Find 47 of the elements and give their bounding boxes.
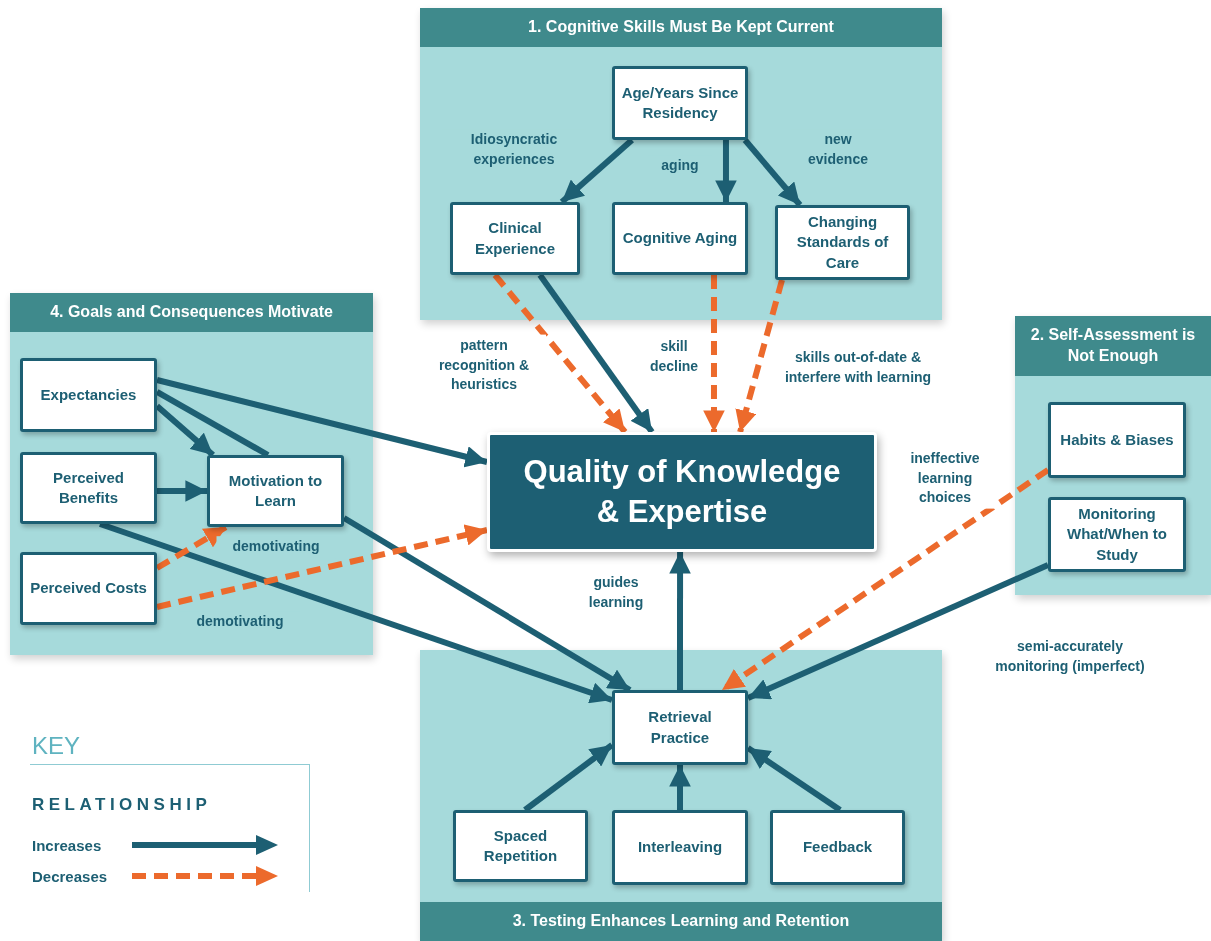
legend-label: Decreases [32, 867, 109, 885]
concept-box: Changing Standards of Care [775, 205, 910, 280]
arrow [155, 403, 215, 458]
arrow [156, 377, 488, 468]
concept-box: Feedback [770, 810, 905, 885]
arrow [156, 524, 488, 610]
group-panel [420, 650, 942, 941]
arrow [99, 521, 613, 704]
panel-heading: 1. Cognitive Skills Must Be Kept Current [420, 8, 942, 47]
arrow [342, 515, 632, 693]
group-panel [10, 293, 373, 655]
arrow [523, 742, 614, 813]
concept-box: Habits & Biases [1048, 402, 1186, 478]
group-panel [1015, 316, 1211, 595]
central-box: Quality of Knowledge & Expertise [487, 432, 877, 552]
panel-heading: 2. Self-Assessment is Not Enough [1015, 316, 1211, 376]
legend-label: Increases [32, 836, 103, 854]
arrow [742, 138, 803, 207]
arrow [735, 279, 785, 433]
arrow [669, 552, 691, 690]
arrow [157, 480, 207, 502]
arrow [669, 765, 691, 810]
arrow [537, 273, 655, 434]
arrow [715, 140, 737, 202]
arrow [746, 745, 842, 813]
concept-box: Perceived Benefits [20, 452, 157, 524]
concept-box: Motivation to Learn [207, 455, 344, 527]
legend-heading: RELATIONSHIP [32, 795, 212, 815]
concept-box: Retrieval Practice [612, 690, 748, 765]
concept-box: Perceived Costs [20, 552, 157, 625]
group-panel [420, 8, 942, 320]
arrow [703, 275, 725, 432]
concept-box: Clinical Experience [450, 202, 580, 275]
concept-box: Cognitive Aging [612, 202, 748, 275]
concept-box: Age/Years Since Residency [612, 66, 748, 140]
arrow [155, 524, 228, 571]
arrow [720, 467, 1050, 693]
concept-box: Expectancies [20, 358, 157, 432]
arrow [492, 273, 628, 434]
arrow [746, 562, 1050, 701]
concept-box: Monitoring What/When to Study [1048, 497, 1186, 572]
panel-heading: 3. Testing Enhances Learning and Retention [420, 902, 942, 941]
panel-heading: 4. Goals and Consequences Motivate [10, 293, 373, 332]
arrow [559, 137, 634, 205]
concept-box: Spaced Repetition [453, 810, 588, 882]
key-title: KEY [32, 732, 81, 760]
concept-box: Interleaving [612, 810, 748, 885]
